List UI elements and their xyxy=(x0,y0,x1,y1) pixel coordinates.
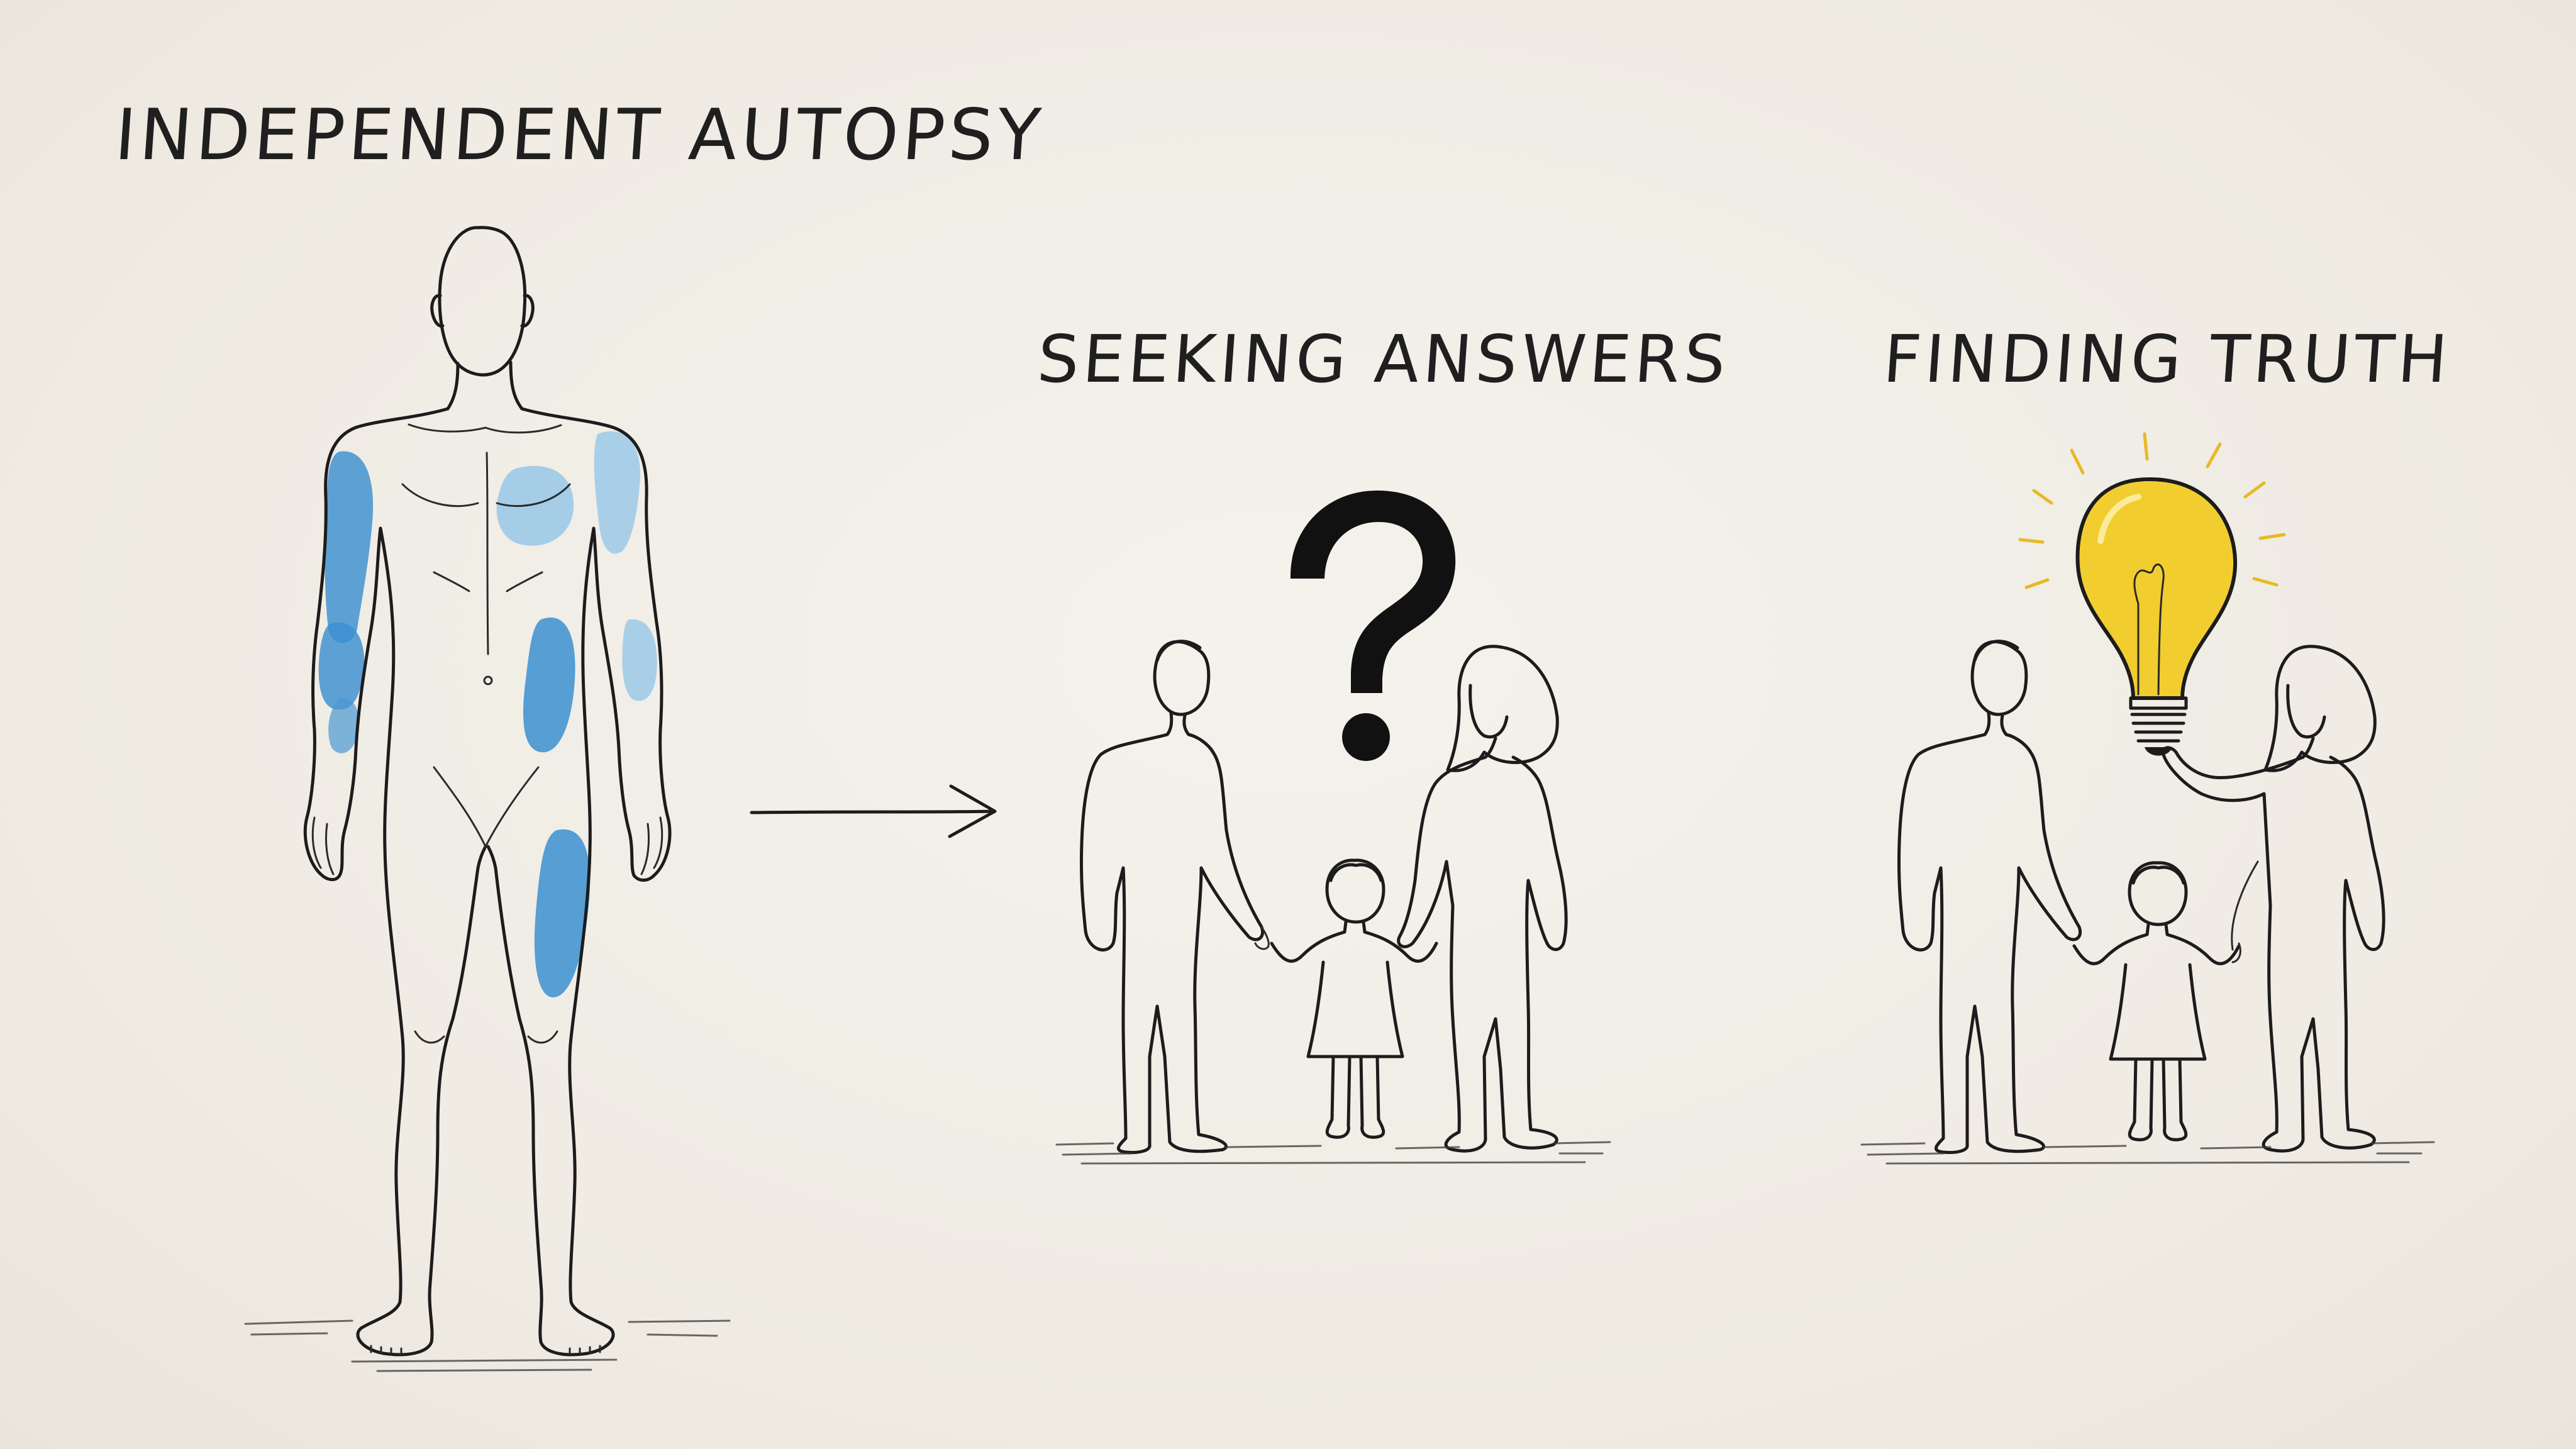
body-ear-right xyxy=(430,294,445,328)
body-ground-shadow xyxy=(244,1319,731,1372)
family-finding xyxy=(1860,640,2435,1165)
body-figure xyxy=(244,226,731,1372)
body-outline-right xyxy=(303,407,487,1357)
bruise-left-shoulder xyxy=(594,431,641,554)
question-mark-icon xyxy=(1290,491,1456,761)
body-toes-left xyxy=(569,1345,601,1355)
ground-shadow-seeking xyxy=(1055,1141,1611,1165)
body-navel xyxy=(483,675,493,686)
father-figure-finding xyxy=(1897,640,2082,1154)
body-knee-right xyxy=(414,1030,445,1044)
body-rib-right xyxy=(433,571,470,592)
bruise-right-wrist xyxy=(328,697,359,753)
body-rib-left xyxy=(506,571,543,592)
bruise-right-forearm xyxy=(318,622,365,710)
body-hand-left xyxy=(640,816,663,875)
body-groin xyxy=(433,766,540,848)
body-hand-right xyxy=(311,816,335,875)
bruise-left-forearm xyxy=(622,619,657,701)
mother-figure-seeking xyxy=(1397,645,1568,1153)
ground-shadow-finding xyxy=(1860,1141,2435,1165)
child-figure-seeking xyxy=(1270,858,1438,1139)
body-pectoral-left xyxy=(496,483,571,508)
bruise-abdomen xyxy=(523,617,575,753)
light-bulb-icon xyxy=(2018,432,2286,756)
bruise-chest xyxy=(496,465,574,546)
body-outline-left xyxy=(486,407,672,1357)
body-neck xyxy=(446,360,524,411)
body-toes-right xyxy=(370,1345,402,1355)
body-pectoral-right xyxy=(401,483,479,508)
bruise-right-upper-arm xyxy=(325,451,374,643)
body-ear-left xyxy=(520,294,535,328)
body-centerline xyxy=(486,452,489,655)
body-collarbone xyxy=(408,423,562,434)
arrow-right-icon xyxy=(750,784,997,838)
child-figure-finding xyxy=(2072,861,2241,1141)
mother-figure-finding xyxy=(2161,645,2385,1153)
body-knee-left xyxy=(527,1030,558,1044)
body-head xyxy=(438,226,527,377)
family-seeking xyxy=(1055,640,1611,1165)
bruise-marks xyxy=(318,431,657,997)
bruise-left-thigh xyxy=(534,829,591,997)
father-figure-seeking xyxy=(1079,640,1270,1154)
